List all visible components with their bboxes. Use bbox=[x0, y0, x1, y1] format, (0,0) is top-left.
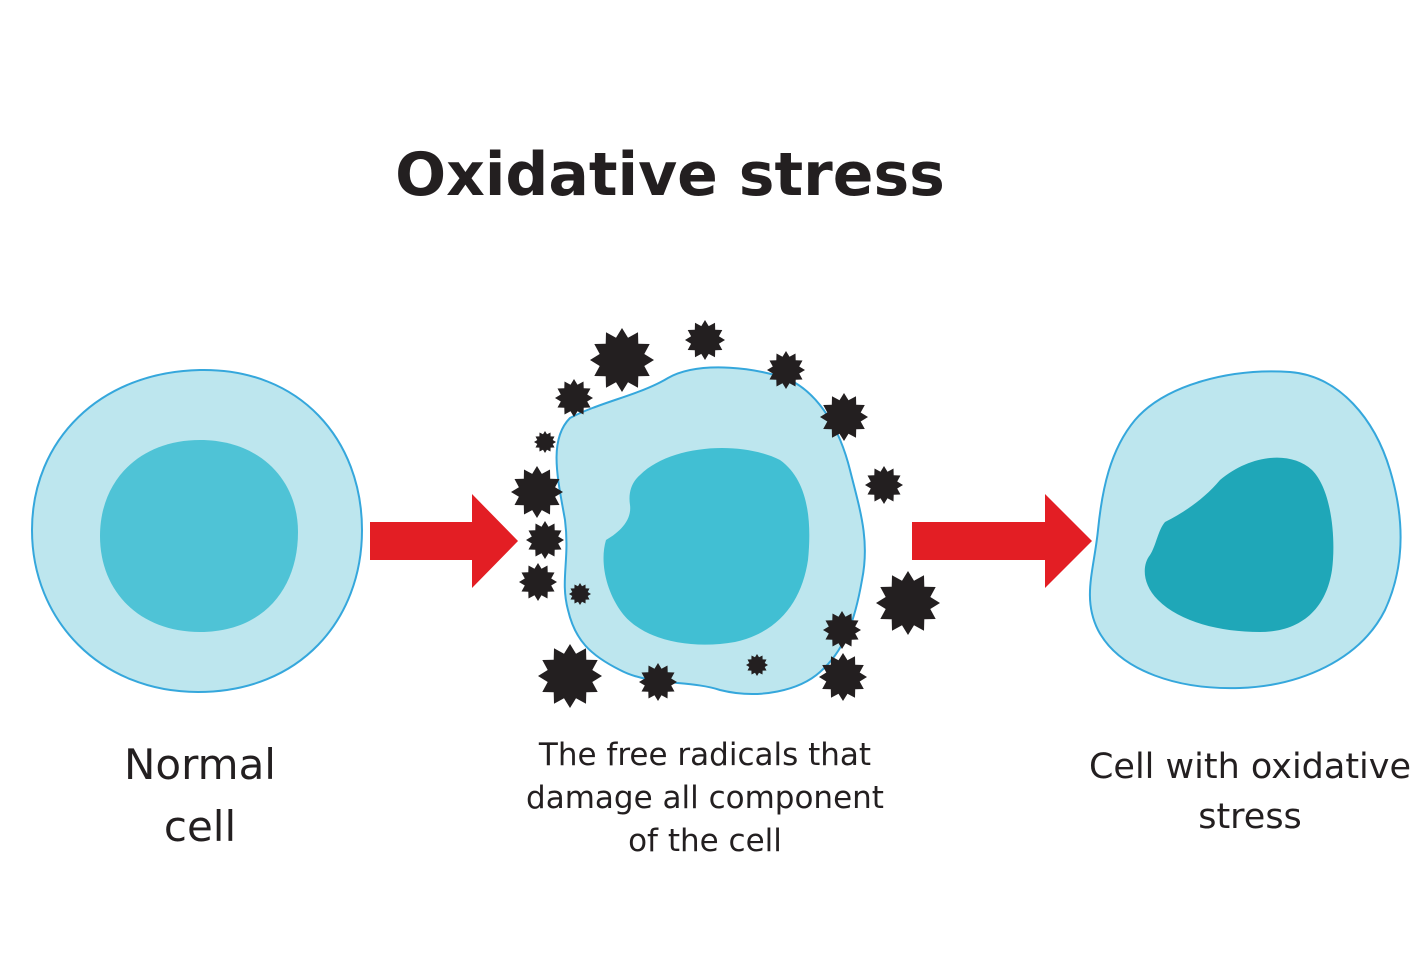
normal-cell-label: Normal cell bbox=[80, 734, 320, 858]
free-radical-icon bbox=[590, 328, 654, 392]
damaged-cell-nucleus bbox=[603, 448, 810, 645]
free-radicals-label-line: The free radicals that bbox=[538, 737, 872, 773]
free-radical-icon bbox=[511, 466, 563, 518]
free-radical-icon bbox=[819, 653, 867, 701]
normal-cell bbox=[30, 368, 364, 694]
free-radical-icon bbox=[746, 654, 768, 676]
arrow-radicals-to-stressed bbox=[912, 494, 1092, 588]
free-radical-icon bbox=[569, 583, 591, 605]
normal-cell-nucleus bbox=[100, 440, 298, 632]
free-radical-icon bbox=[555, 379, 593, 417]
free-radicals-label-line: damage all component bbox=[526, 780, 884, 816]
stressed-cell-label-line: stress bbox=[1198, 797, 1302, 837]
free-radical-icon bbox=[823, 611, 861, 649]
stressed-cell-label-line: Cell with oxidative bbox=[1088, 747, 1412, 787]
normal-cell-label-line: cell bbox=[163, 802, 237, 851]
stressed-cell bbox=[1088, 370, 1402, 690]
free-radicals-label: The free radicals that damage all compon… bbox=[500, 734, 910, 863]
normal-cell-label-line: Normal bbox=[124, 740, 276, 789]
free-radical-icon bbox=[685, 320, 725, 360]
diagram-title: Oxidative stress bbox=[395, 140, 945, 210]
stressed-cell-nucleus bbox=[1144, 457, 1334, 632]
free-radical-icon bbox=[639, 663, 677, 701]
free-radical-icon bbox=[876, 571, 940, 635]
stressed-cell-label: Cell with oxidative stress bbox=[1070, 742, 1428, 842]
free-radical-icon bbox=[534, 431, 556, 453]
free-radical-icon bbox=[767, 351, 805, 389]
free-radicals bbox=[511, 320, 940, 708]
free-radical-icon bbox=[519, 563, 557, 601]
free-radical-icon bbox=[865, 466, 903, 504]
cell-under-attack bbox=[511, 320, 940, 708]
free-radicals-label-line: of the cell bbox=[628, 823, 782, 859]
free-radical-icon bbox=[538, 644, 602, 708]
free-radical-icon bbox=[820, 393, 868, 441]
free-radical-icon bbox=[526, 521, 564, 559]
arrow-normal-to-radicals bbox=[370, 494, 518, 588]
